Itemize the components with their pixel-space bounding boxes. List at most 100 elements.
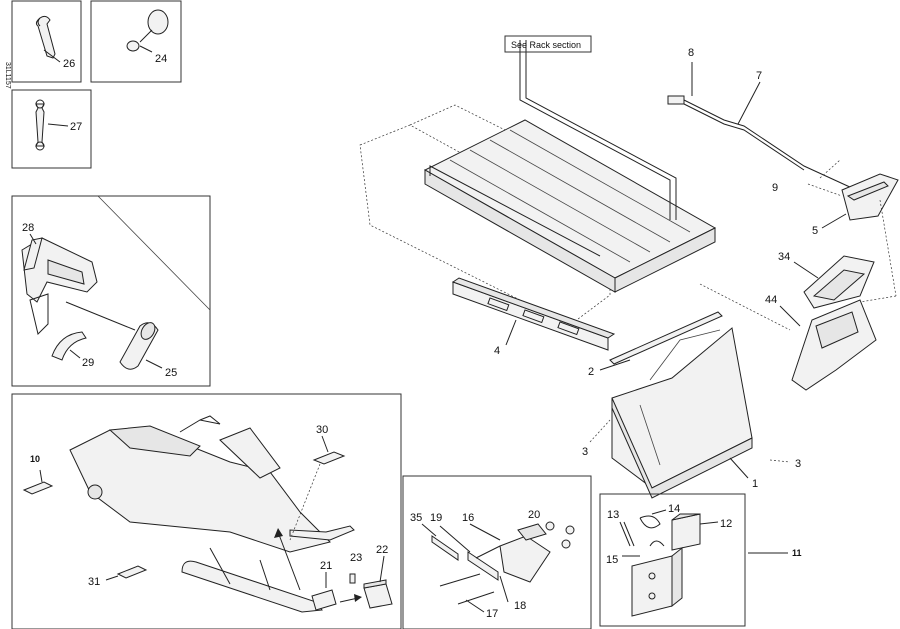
callout-44: 44 bbox=[765, 294, 777, 306]
tool-box-26 bbox=[11, 0, 82, 83]
callout-14: 14 bbox=[668, 503, 680, 515]
hitch-plate-15 bbox=[631, 540, 683, 617]
leader-29 bbox=[69, 349, 81, 359]
callout-11: 11 bbox=[792, 548, 802, 558]
bracket-22 bbox=[363, 579, 393, 609]
plate-21 bbox=[311, 589, 337, 611]
leader-5 bbox=[821, 213, 847, 229]
leader-19 bbox=[439, 525, 471, 553]
pin-13 bbox=[619, 521, 635, 547]
callout-2: 2 bbox=[588, 366, 594, 378]
assembly-line-c bbox=[699, 283, 791, 331]
fuel-can-25 bbox=[119, 322, 159, 370]
callout-25: 25 bbox=[165, 367, 177, 379]
side-panel-4 bbox=[451, 277, 616, 351]
callout-21: 21 bbox=[320, 560, 332, 572]
callout-30: 30 bbox=[316, 424, 328, 436]
housing-44 bbox=[791, 299, 877, 391]
snowmobile bbox=[69, 415, 355, 613]
wire-harness-7 bbox=[667, 95, 853, 189]
screw-line-9 bbox=[807, 183, 843, 197]
callout-22: 22 bbox=[376, 544, 388, 556]
clip-14 bbox=[639, 515, 661, 529]
callout-3-left: 3 bbox=[582, 446, 588, 458]
leader-44 bbox=[779, 305, 801, 327]
tool-box-24 bbox=[90, 0, 182, 83]
callout-34: 34 bbox=[778, 251, 790, 263]
callout-16: 16 bbox=[462, 512, 474, 524]
plate-35 bbox=[431, 535, 459, 561]
leader-7 bbox=[737, 81, 761, 125]
decal-31 bbox=[116, 565, 148, 579]
decal-30-line bbox=[289, 463, 321, 541]
screw-line-9b bbox=[819, 159, 841, 179]
rivet-line-right bbox=[769, 459, 791, 463]
bracket-16 bbox=[499, 523, 551, 583]
vehicle-box bbox=[11, 393, 402, 629]
leader-26 bbox=[43, 49, 61, 63]
rack-note: See Rack section bbox=[511, 40, 581, 50]
callout-35: 35 bbox=[410, 512, 422, 524]
leader-1 bbox=[729, 457, 749, 479]
nuts-20 bbox=[545, 521, 575, 549]
leader-27 bbox=[47, 123, 69, 127]
arrow-plate-head bbox=[274, 528, 283, 538]
wrench-icon bbox=[35, 99, 45, 151]
callout-20: 20 bbox=[528, 509, 540, 521]
callout-10: 10 bbox=[30, 454, 40, 464]
leader-28 bbox=[29, 233, 37, 245]
decal-30 bbox=[312, 451, 346, 465]
callout-1: 1 bbox=[752, 478, 758, 490]
leader-25 bbox=[145, 359, 163, 369]
suction-cup-icon bbox=[126, 9, 169, 52]
hardware-box bbox=[402, 475, 592, 629]
callout-12: 12 bbox=[720, 518, 732, 530]
leader-14 bbox=[651, 509, 667, 515]
diagram-code: 31L1157 bbox=[4, 62, 11, 89]
callout-18: 18 bbox=[514, 600, 526, 612]
callout-28: 28 bbox=[22, 222, 34, 234]
callout-9: 9 bbox=[772, 182, 778, 194]
lens-34 bbox=[803, 255, 875, 309]
leader-17 bbox=[465, 599, 485, 613]
leader-12 bbox=[699, 521, 719, 525]
strap-29 bbox=[51, 331, 87, 361]
tunnel-frame bbox=[359, 104, 717, 326]
callout-27: 27 bbox=[70, 121, 82, 133]
clip-23 bbox=[349, 573, 356, 584]
leader-34 bbox=[793, 261, 819, 279]
arrow-25 bbox=[65, 301, 136, 331]
hitch-box bbox=[599, 493, 746, 627]
plate-19 bbox=[467, 551, 499, 581]
leader-16 bbox=[469, 523, 501, 541]
leader-24 bbox=[139, 45, 153, 53]
callout-17: 17 bbox=[486, 608, 498, 620]
leader-22 bbox=[379, 555, 385, 583]
arrow-22-head bbox=[354, 594, 362, 602]
assembly-line-b bbox=[859, 295, 897, 303]
rivet-line-left bbox=[589, 419, 611, 443]
leader-30 bbox=[321, 435, 329, 453]
callout-24: 24 bbox=[155, 53, 167, 65]
fuel-can-box bbox=[11, 195, 211, 387]
callout-19: 19 bbox=[430, 512, 442, 524]
callout-4: 4 bbox=[494, 345, 500, 357]
strip-2 bbox=[609, 311, 723, 365]
box-corner-line bbox=[97, 195, 211, 311]
callout-3-right: 3 bbox=[795, 458, 801, 470]
arrow-plate bbox=[277, 531, 301, 591]
holder-bracket-28 bbox=[21, 237, 98, 335]
spanner-tool-icon bbox=[35, 15, 56, 59]
callout-29: 29 bbox=[82, 357, 94, 369]
bolts-17 bbox=[439, 545, 501, 605]
snowflap-1 bbox=[611, 327, 753, 499]
callout-15: 15 bbox=[606, 554, 618, 566]
callout-23: 23 bbox=[350, 552, 362, 564]
callout-31: 31 bbox=[88, 576, 100, 588]
callout-26: 26 bbox=[63, 58, 75, 70]
rack-note-box bbox=[504, 35, 592, 53]
rack-rail bbox=[429, 40, 677, 257]
leader-31 bbox=[105, 575, 119, 581]
